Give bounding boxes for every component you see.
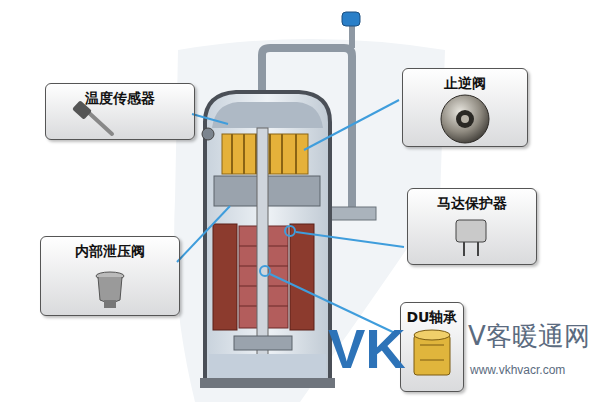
watermark-text: V客暖通网	[468, 322, 590, 351]
stator	[213, 224, 237, 330]
callout-box: DU轴承	[400, 302, 464, 392]
compressor-shell	[205, 92, 330, 380]
service-valve	[342, 12, 360, 26]
part-name: 温度传感器	[85, 89, 155, 107]
callout-box: 温度传感器	[45, 83, 195, 140]
box-ground	[40, 236, 180, 316]
callout-box: 止逆阀	[402, 68, 528, 147]
box-ground	[407, 188, 537, 265]
callout-box: 内部泄压阀	[40, 236, 180, 316]
top-cap	[212, 102, 323, 128]
watermark-url: www.vkhvacr.com	[470, 364, 565, 377]
box-ground	[400, 302, 464, 392]
box-ground	[45, 83, 195, 140]
suction-pipe	[330, 207, 376, 220]
part-name: 止逆阀	[444, 74, 486, 92]
callout-box: 马达保护器	[407, 188, 537, 265]
du-bearing-icon	[414, 330, 450, 375]
part-name: DU轴承	[407, 308, 458, 326]
stator	[290, 224, 314, 330]
sensor-port	[202, 128, 214, 140]
watermark-logo: VK	[328, 318, 406, 380]
relief-valve-icon	[96, 272, 124, 308]
part-name: 内部泄压阀	[75, 242, 145, 260]
motor-protector-icon	[456, 220, 486, 256]
base-plate	[200, 378, 335, 388]
leader-lines	[177, 100, 404, 334]
lower-bearing	[234, 336, 292, 350]
check-valve-icon	[441, 95, 489, 143]
oil-sump	[209, 354, 326, 378]
crankshaft	[257, 128, 268, 370]
part-name: 马达保护器	[437, 194, 507, 212]
pipe-stub	[349, 26, 355, 48]
box-ground	[402, 68, 528, 147]
